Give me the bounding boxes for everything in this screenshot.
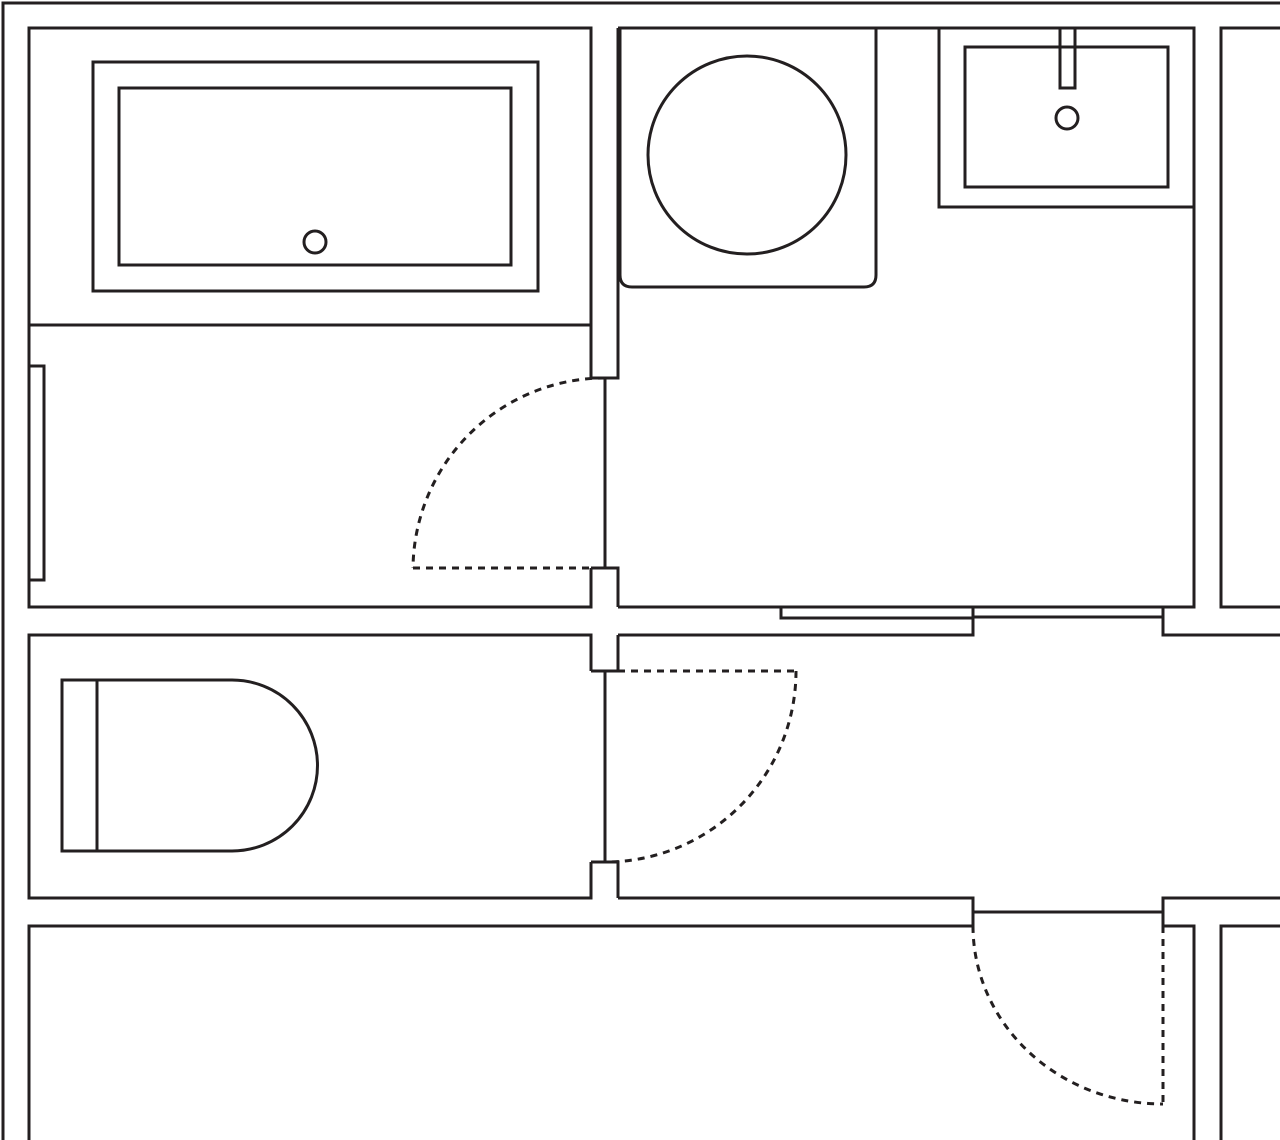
toilet [60, 678, 319, 853]
washing-machine [618, 28, 878, 289]
bathroom-swing-door[interactable] [411, 376, 607, 570]
corridor [618, 896, 1280, 926]
sliding-door[interactable] [618, 607, 1280, 637]
lower-room [27, 924, 1280, 1140]
radiator [27, 364, 46, 582]
faucet-icon [1058, 26, 1077, 90]
drain-icon [1054, 105, 1080, 131]
toilet-room [27, 633, 620, 900]
lower-room-swing-door[interactable] [971, 910, 1165, 1106]
toilet-swing-door[interactable] [603, 669, 798, 864]
utility-room [618, 26, 1280, 609]
bathroom [27, 26, 593, 609]
drain-icon [302, 229, 328, 255]
bathtub [91, 60, 540, 293]
sink [937, 26, 1194, 209]
